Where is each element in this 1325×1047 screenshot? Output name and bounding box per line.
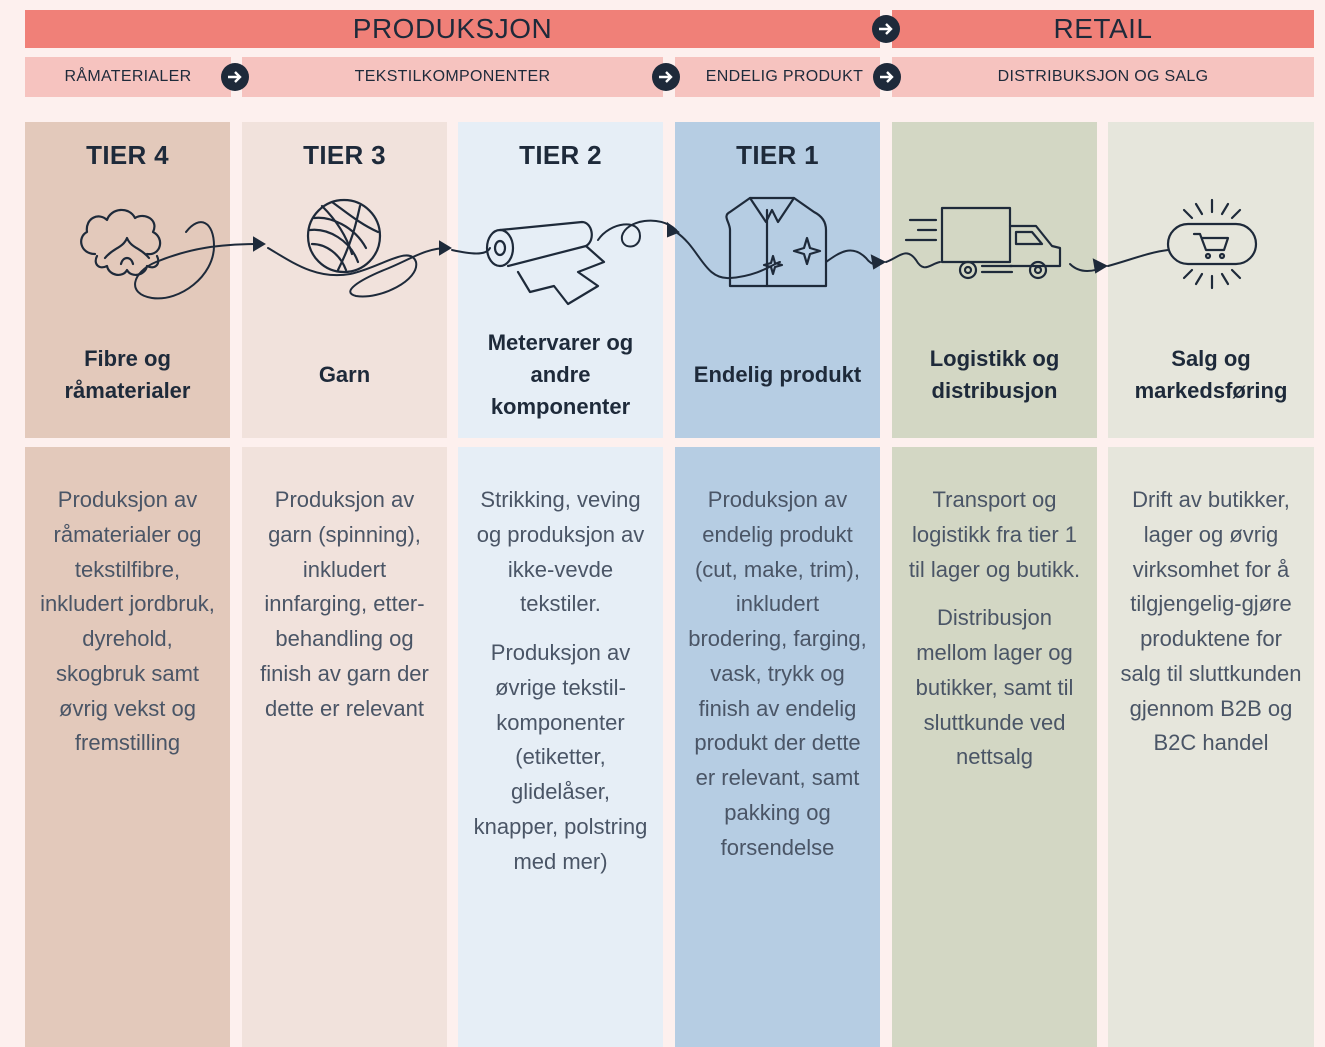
step-title: Salg og markedsføring xyxy=(1134,346,1288,403)
column-tier-1-bottom: Produksjon av endelig produkt (cut, make… xyxy=(675,447,880,1047)
description-paragraph: Produksjon av endelig produkt (cut, make… xyxy=(688,487,867,860)
column-tier-3-top: TIER 3 Garn xyxy=(242,122,447,438)
fabric-roll-icon xyxy=(485,220,606,306)
column-tier-3-bottom: Produksjon av garn (spinning), inkludert… xyxy=(242,447,447,1047)
tier-label: TIER 3 xyxy=(303,140,386,170)
subphase-tekstilkomponenter: TEKSTILKOMPONENTER xyxy=(242,57,663,97)
subphase-label: ENDELIG PRODUKT xyxy=(705,68,864,85)
step-title: Garn xyxy=(318,362,371,388)
step-title: Logistikk og distribusjon xyxy=(929,346,1060,403)
subphase-ramaterialer: RÅMATERIALER xyxy=(25,57,231,97)
step-description: Transport og logistikk fra tier 1 til la… xyxy=(902,483,1087,789)
shirt-icon xyxy=(725,196,828,288)
phase-label: PRODUKSJON xyxy=(352,13,553,44)
step-title: Endelig produkt xyxy=(693,362,862,388)
arrow-right-icon xyxy=(221,63,249,91)
phase-retail: RETAIL xyxy=(892,10,1314,48)
step-description: Strikking, veving og produksjon av ikke-… xyxy=(468,483,653,893)
arrow-right-icon xyxy=(652,63,680,91)
column-logistics-bottom: Transport og logistikk fra tier 1 til la… xyxy=(892,447,1097,1047)
step-title: Metervarer og andre komponenter xyxy=(487,330,634,419)
step-title: Fibre og råmaterialer xyxy=(64,346,191,403)
arrow-right-icon xyxy=(873,63,901,91)
tier-label: TIER 1 xyxy=(736,140,819,170)
column-sales-bottom: Drift av butikker, lager og øvrig virkso… xyxy=(1108,447,1314,1047)
column-tier-1-top: TIER 1 Endelig produkt xyxy=(675,122,880,438)
phase-produksjon: PRODUKSJON xyxy=(25,10,880,48)
phase-label: RETAIL xyxy=(1053,13,1153,44)
column-tier-4-bottom: Produksjon av råmaterialer og tekstilfib… xyxy=(25,447,230,1047)
subphase-label: DISTRIBUKSJON OG SALG xyxy=(997,68,1209,85)
tier-label: TIER 2 xyxy=(519,140,602,170)
step-description: Produksjon av råmaterialer og tekstilfib… xyxy=(35,483,220,775)
step-description: Produksjon av endelig produkt (cut, make… xyxy=(685,483,870,879)
yarn-ball-icon xyxy=(306,198,382,274)
step-description: Drift av butikker, lager og øvrig virkso… xyxy=(1118,483,1304,775)
description-paragraph: Distribusjon mellom lager og butikker, s… xyxy=(915,605,1074,770)
column-logistics-top: Logistikk og distribusjon xyxy=(892,122,1097,438)
shopping-cart-icon xyxy=(1166,198,1258,290)
cotton-icon xyxy=(80,208,162,276)
subphase-label: TEKSTILKOMPONENTER xyxy=(354,68,551,85)
description-paragraph: Transport og logistikk fra tier 1 til la… xyxy=(908,487,1081,582)
subphase-label: RÅMATERIALER xyxy=(64,68,192,85)
description-paragraph: Drift av butikker, lager og øvrig virkso… xyxy=(1120,487,1302,756)
arrow-right-icon xyxy=(872,15,900,43)
description-paragraph: Produksjon av garn (spinning), inkludert… xyxy=(260,487,429,721)
tier-label: TIER 4 xyxy=(86,140,169,170)
step-description: Produksjon av garn (spinning), inkludert… xyxy=(252,483,437,740)
column-tier-2-bottom: Strikking, veving og produksjon av ikke-… xyxy=(458,447,663,1047)
column-tier-2-top: TIER 2 Metervarer og andre komponenter xyxy=(458,122,663,438)
description-paragraph: Produksjon av råmaterialer og tekstilfib… xyxy=(40,487,215,756)
truck-icon xyxy=(904,206,1062,280)
description-paragraph: Produksjon av øvrige tekstil-komponenter… xyxy=(473,640,648,874)
subphase-endelig-produkt: ENDELIG PRODUKT xyxy=(675,57,880,97)
subphase-distribuksjon: DISTRIBUKSJON OG SALG xyxy=(892,57,1314,97)
description-paragraph: Strikking, veving og produksjon av ikke-… xyxy=(476,487,645,617)
column-sales-top: Salg og markedsføring xyxy=(1108,122,1314,438)
column-tier-4-top: TIER 4 Fibre og råmaterialer xyxy=(25,122,230,438)
